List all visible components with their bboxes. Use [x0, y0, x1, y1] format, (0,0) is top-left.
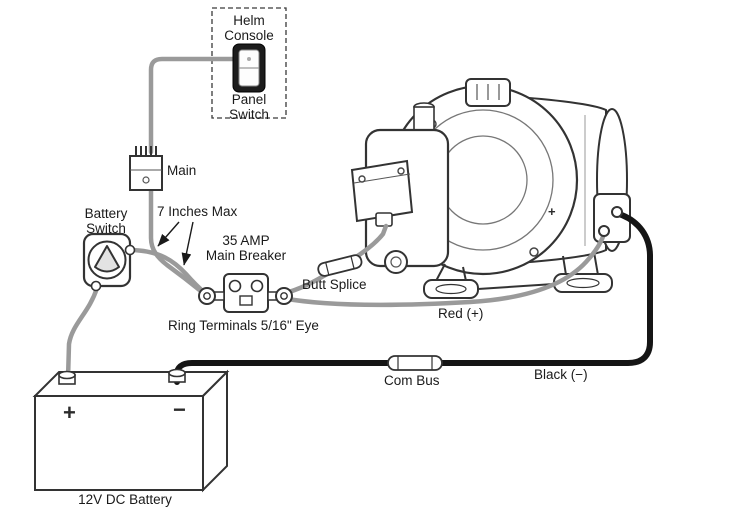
seven-inches-arrow-2 [181, 221, 194, 266]
screw-icon [397, 167, 405, 175]
panel-switch-label-line1: Panel [231, 92, 267, 107]
pump-negative-bolt [611, 206, 623, 218]
main-fuse [129, 146, 163, 191]
black-wire-label: Black (−) [534, 367, 588, 382]
pump-positive-bolt [598, 225, 610, 237]
battery-switch-label-line2: Switch [86, 221, 126, 237]
pump-illustration [350, 78, 631, 299]
seven-inches-label: 7 Inches Max [157, 204, 238, 219]
rocker-switch [232, 43, 266, 93]
seven-inches-arrows [157, 221, 194, 266]
wire-black-negative [174, 210, 653, 385]
wire-panel-switch-to-main-fuse [148, 56, 243, 155]
battery-switch [82, 232, 136, 292]
battery-terminal-positive [58, 370, 76, 385]
pressure-switch [350, 159, 414, 227]
battery-negative-symbol: − [173, 397, 186, 422]
butt-splice-connector [317, 254, 363, 277]
com-bus-label: Com Bus [384, 373, 440, 388]
main-fuse-label: Main [167, 163, 197, 178]
butt-splice-label: Butt Splice [302, 277, 367, 292]
battery-switch-terminal [124, 244, 136, 256]
wire-battery-switch-to-breaker [126, 247, 209, 297]
ring-terminal-left [198, 287, 225, 305]
main-breaker-label-line1: 35 AMP [222, 233, 270, 248]
wiring [65, 56, 653, 385]
foot-slot [435, 283, 467, 295]
main-breaker-component [198, 273, 293, 313]
pressure-switch-terminal [375, 212, 393, 227]
main-breaker-label: 35 AMP Main Breaker [193, 233, 299, 263]
red-wire-label: Red (+) [438, 306, 484, 321]
pump-terminal-bolts [598, 206, 623, 237]
panel-switch-label-line2: Switch [229, 107, 269, 123]
helm-console-label-line2: Console [224, 28, 274, 44]
battery-switch-label-line1: Battery [84, 206, 128, 221]
wire-red-positive [279, 228, 608, 308]
pump-screw [529, 247, 539, 257]
battery-label: 12V DC Battery [78, 492, 172, 507]
seven-inches-arrow-1 [157, 221, 180, 247]
breaker-body [223, 273, 269, 313]
battery-switch-knob [94, 245, 120, 273]
helm-console-label: Helm Console [212, 13, 286, 43]
battery-illustration [32, 369, 230, 493]
screw-icon [358, 175, 366, 183]
panel-switch-label: Panel Switch [212, 92, 286, 122]
foot-slot [566, 277, 600, 289]
battery-positive-symbol: + [63, 400, 76, 425]
pump-top-cap [465, 78, 511, 107]
battery-terminals [58, 368, 186, 385]
pump-positive-symbol: + [548, 204, 556, 219]
battery-front-face [34, 395, 204, 491]
helm-console-label-line1: Helm [233, 13, 265, 28]
battery-switch-label: Battery Switch [69, 206, 143, 236]
battery-switch-terminal [90, 280, 102, 292]
ring-terminals-label: Ring Terminals 5/16" Eye [168, 318, 319, 333]
ring-terminal-right [267, 287, 293, 305]
wire-main-fuse-to-breaker [148, 187, 205, 295]
battery-terminal-negative [168, 368, 186, 383]
wire-battery-positive [65, 285, 100, 382]
main-breaker-label-line2: Main Breaker [205, 248, 287, 264]
com-bus-connector [387, 355, 443, 371]
